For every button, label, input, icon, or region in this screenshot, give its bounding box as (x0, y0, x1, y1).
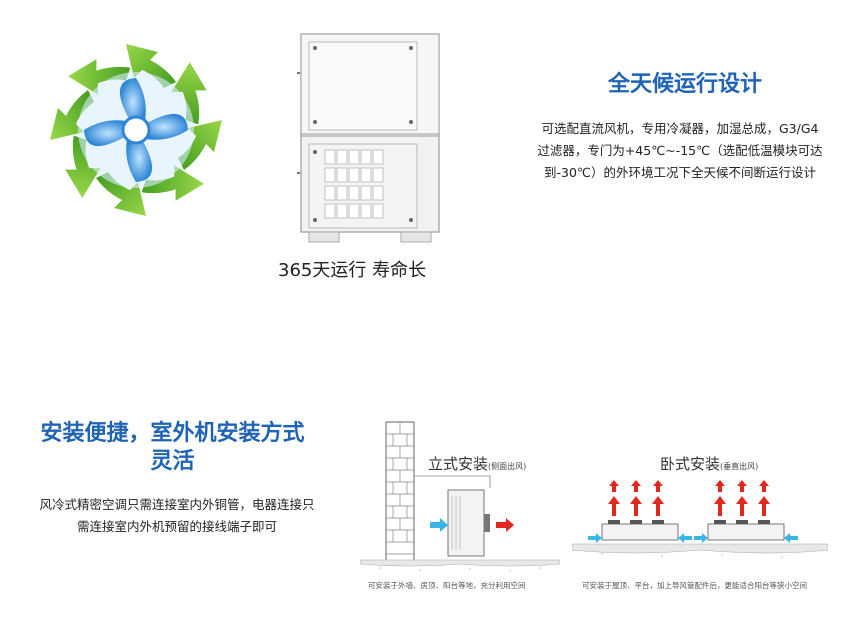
install-body-line: 需连接室内外机预留的接线端子即可 (76, 519, 277, 534)
vertical-install-caption: 可安装于外墙、房顶、阳台等地，充分利用空间 (368, 581, 526, 590)
climate-section-body: 可选配直流风机，专用冷凝器，加湿总成，G3/G4 过滤器，专门为+45℃~-15… (520, 118, 840, 184)
horizontal-install-caption: 可安装于屋顶、平台，加上导风管配件后，更能适合阳台等狭小空间 (582, 581, 807, 590)
fan-arrows-icon (48, 42, 224, 218)
outdoor-unit-illustration (297, 33, 440, 243)
vertical-install-label: 立式安装(侧面出风) (428, 455, 527, 473)
horizontal-install-diagram (572, 480, 828, 558)
climate-body-line: 可选配直流风机，专用冷凝器，加湿总成，G3/G4 (541, 121, 819, 136)
vertical-install-diagram (360, 421, 560, 572)
climate-body-line: 到-30℃）的外环境工况下全天候不间断运行设计 (544, 165, 816, 180)
install-title-line: 安装便捷，室外机安装方式 (40, 421, 305, 446)
install-body-line: 风冷式精密空调只需连接室内外铜管，电器连接只 (39, 497, 315, 512)
install-section-title: 安装便捷，室外机安装方式 灵活 (20, 420, 325, 476)
horizontal-install-note: (垂直出风) (720, 462, 759, 471)
install-section-body: 风冷式精密空调只需连接室内外铜管，电器连接只 需连接室内外机预留的接线端子即可 (18, 494, 336, 538)
climate-section-title: 全天候运行设计 (607, 72, 762, 97)
install-title-line: 灵活 (150, 449, 195, 474)
horizontal-install-label: 卧式安装(垂直出风) (660, 455, 759, 473)
climate-body-line: 过滤器，专门为+45℃~-15℃（选配低温模块可达 (537, 143, 823, 158)
product-caption: 365天运行 寿命长 (278, 260, 427, 281)
vertical-install-note: (侧面出风) (488, 462, 527, 471)
